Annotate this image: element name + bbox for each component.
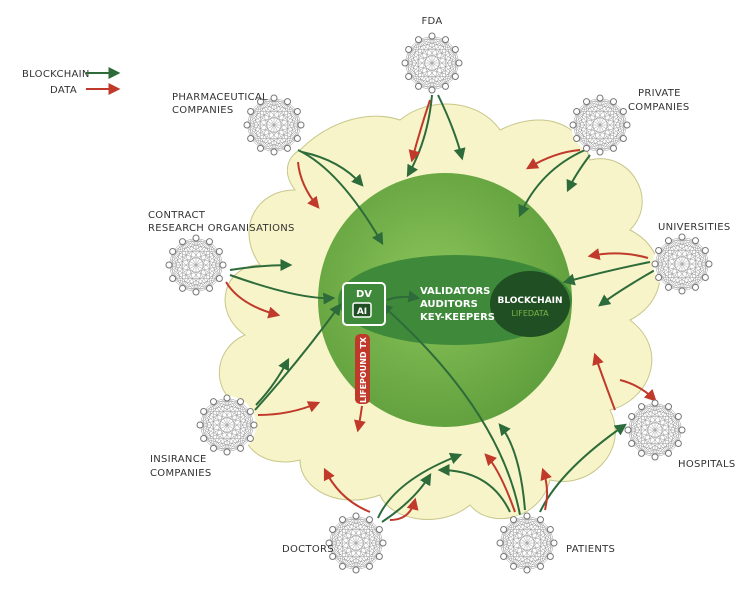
pharma-label-line1: PHARMACEUTICAL — [172, 92, 268, 103]
private-label-line1: PRIVATE — [638, 88, 681, 99]
insurance-label-line2: COMPANIES — [150, 468, 212, 479]
hospitals-label: HOSPITALS — [678, 459, 736, 470]
data-arrow-18 — [619, 379, 657, 402]
universities-label: UNIVERSITIES — [658, 222, 730, 233]
connection-arrows — [225, 94, 657, 523]
blockchain-arrow-13 — [598, 269, 656, 307]
data-arrow-5 — [297, 161, 320, 209]
dv-label: DV — [356, 289, 372, 300]
blockchain-arrow-26 — [498, 423, 526, 511]
blockchain-arrow-27 — [539, 423, 627, 513]
universities-network-icon[interactable] — [651, 233, 713, 295]
private-label-line2: COMPANIES — [628, 102, 690, 113]
cro-label-line1: CONTRACT — [148, 210, 206, 221]
auditors-label: AUDITORS — [420, 299, 478, 310]
blockchain-arrow-4 — [301, 151, 364, 187]
blockchain-arrow-10 — [229, 274, 336, 305]
patients-label: PATIENTS — [566, 544, 615, 555]
blockchain-arrow-30 — [386, 290, 421, 303]
hospitals-network-icon[interactable] — [624, 399, 686, 461]
blockchain-core — [490, 271, 570, 337]
network-nodes — [165, 32, 713, 574]
legend-data-label: DATA — [50, 85, 77, 96]
blockchain-arrow-9 — [229, 259, 293, 272]
insurance-network-icon[interactable] — [196, 394, 258, 456]
legend-blockchain-label: BLOCKCHAIN — [22, 69, 90, 80]
validators-label: VALIDATORS — [420, 286, 490, 297]
private-network-icon[interactable] — [569, 94, 631, 156]
blockchain-arrow-0 — [406, 94, 433, 178]
blockchain-arrow-16 — [255, 357, 290, 406]
blockchain-arrow-7 — [566, 154, 591, 193]
blockchain-arrow-1 — [437, 94, 466, 161]
insurance-label-line1: INSIRANCE — [150, 454, 207, 465]
data-arrow-8 — [525, 149, 581, 170]
cro-label-line2: RESEARCH ORGANISATIONS — [148, 223, 295, 234]
data-arrow-19 — [592, 352, 616, 411]
doctors-network-icon[interactable] — [325, 512, 387, 574]
blockchain-arrow-12 — [562, 261, 651, 286]
lifepound-tx-tag: LIFEPOUND TX — [355, 334, 370, 404]
data-arrow-14 — [587, 248, 649, 261]
blockchain-arrow-24 — [380, 303, 521, 516]
blockchain-arrow-25 — [437, 464, 511, 513]
blockchain-arrow-15 — [254, 303, 342, 411]
doctors-label: DOCTORS — [282, 544, 334, 555]
lifepound-tx-label: LIFEPOUND TX — [359, 336, 368, 403]
data-arrow-31 — [353, 405, 366, 433]
patients-network-icon[interactable] — [496, 512, 558, 574]
data-arrow-22 — [323, 467, 371, 513]
legend: BLOCKCHAIN DATA — [22, 67, 121, 96]
cro-network-icon[interactable] — [165, 234, 227, 296]
blockchain-arrow-6 — [518, 149, 586, 218]
data-arrow-29 — [540, 467, 552, 511]
data-arrow-2 — [408, 99, 431, 163]
pharma-label-line2: COMPANIES — [172, 105, 234, 116]
fda-label: FDA — [421, 16, 442, 27]
blockchain-arrow-3 — [297, 149, 384, 246]
lifedata-label: LIFEDATA — [511, 309, 549, 318]
data-arrow-28 — [484, 453, 516, 513]
data-arrow-11 — [225, 281, 281, 319]
ai-label: AI — [357, 307, 367, 317]
keykeepers-label: KEY-KEEPERS — [420, 312, 495, 323]
data-arrow-17 — [257, 401, 321, 416]
dv-ai-chip[interactable]: DV AI — [342, 282, 386, 326]
fda-network-icon[interactable] — [401, 32, 463, 94]
data-arrow-23 — [389, 497, 419, 521]
blockchain-core-label: BLOCKCHAIN — [497, 296, 562, 306]
blockchain-arrow-20 — [377, 452, 463, 519]
pharma-network-icon[interactable] — [243, 94, 305, 156]
